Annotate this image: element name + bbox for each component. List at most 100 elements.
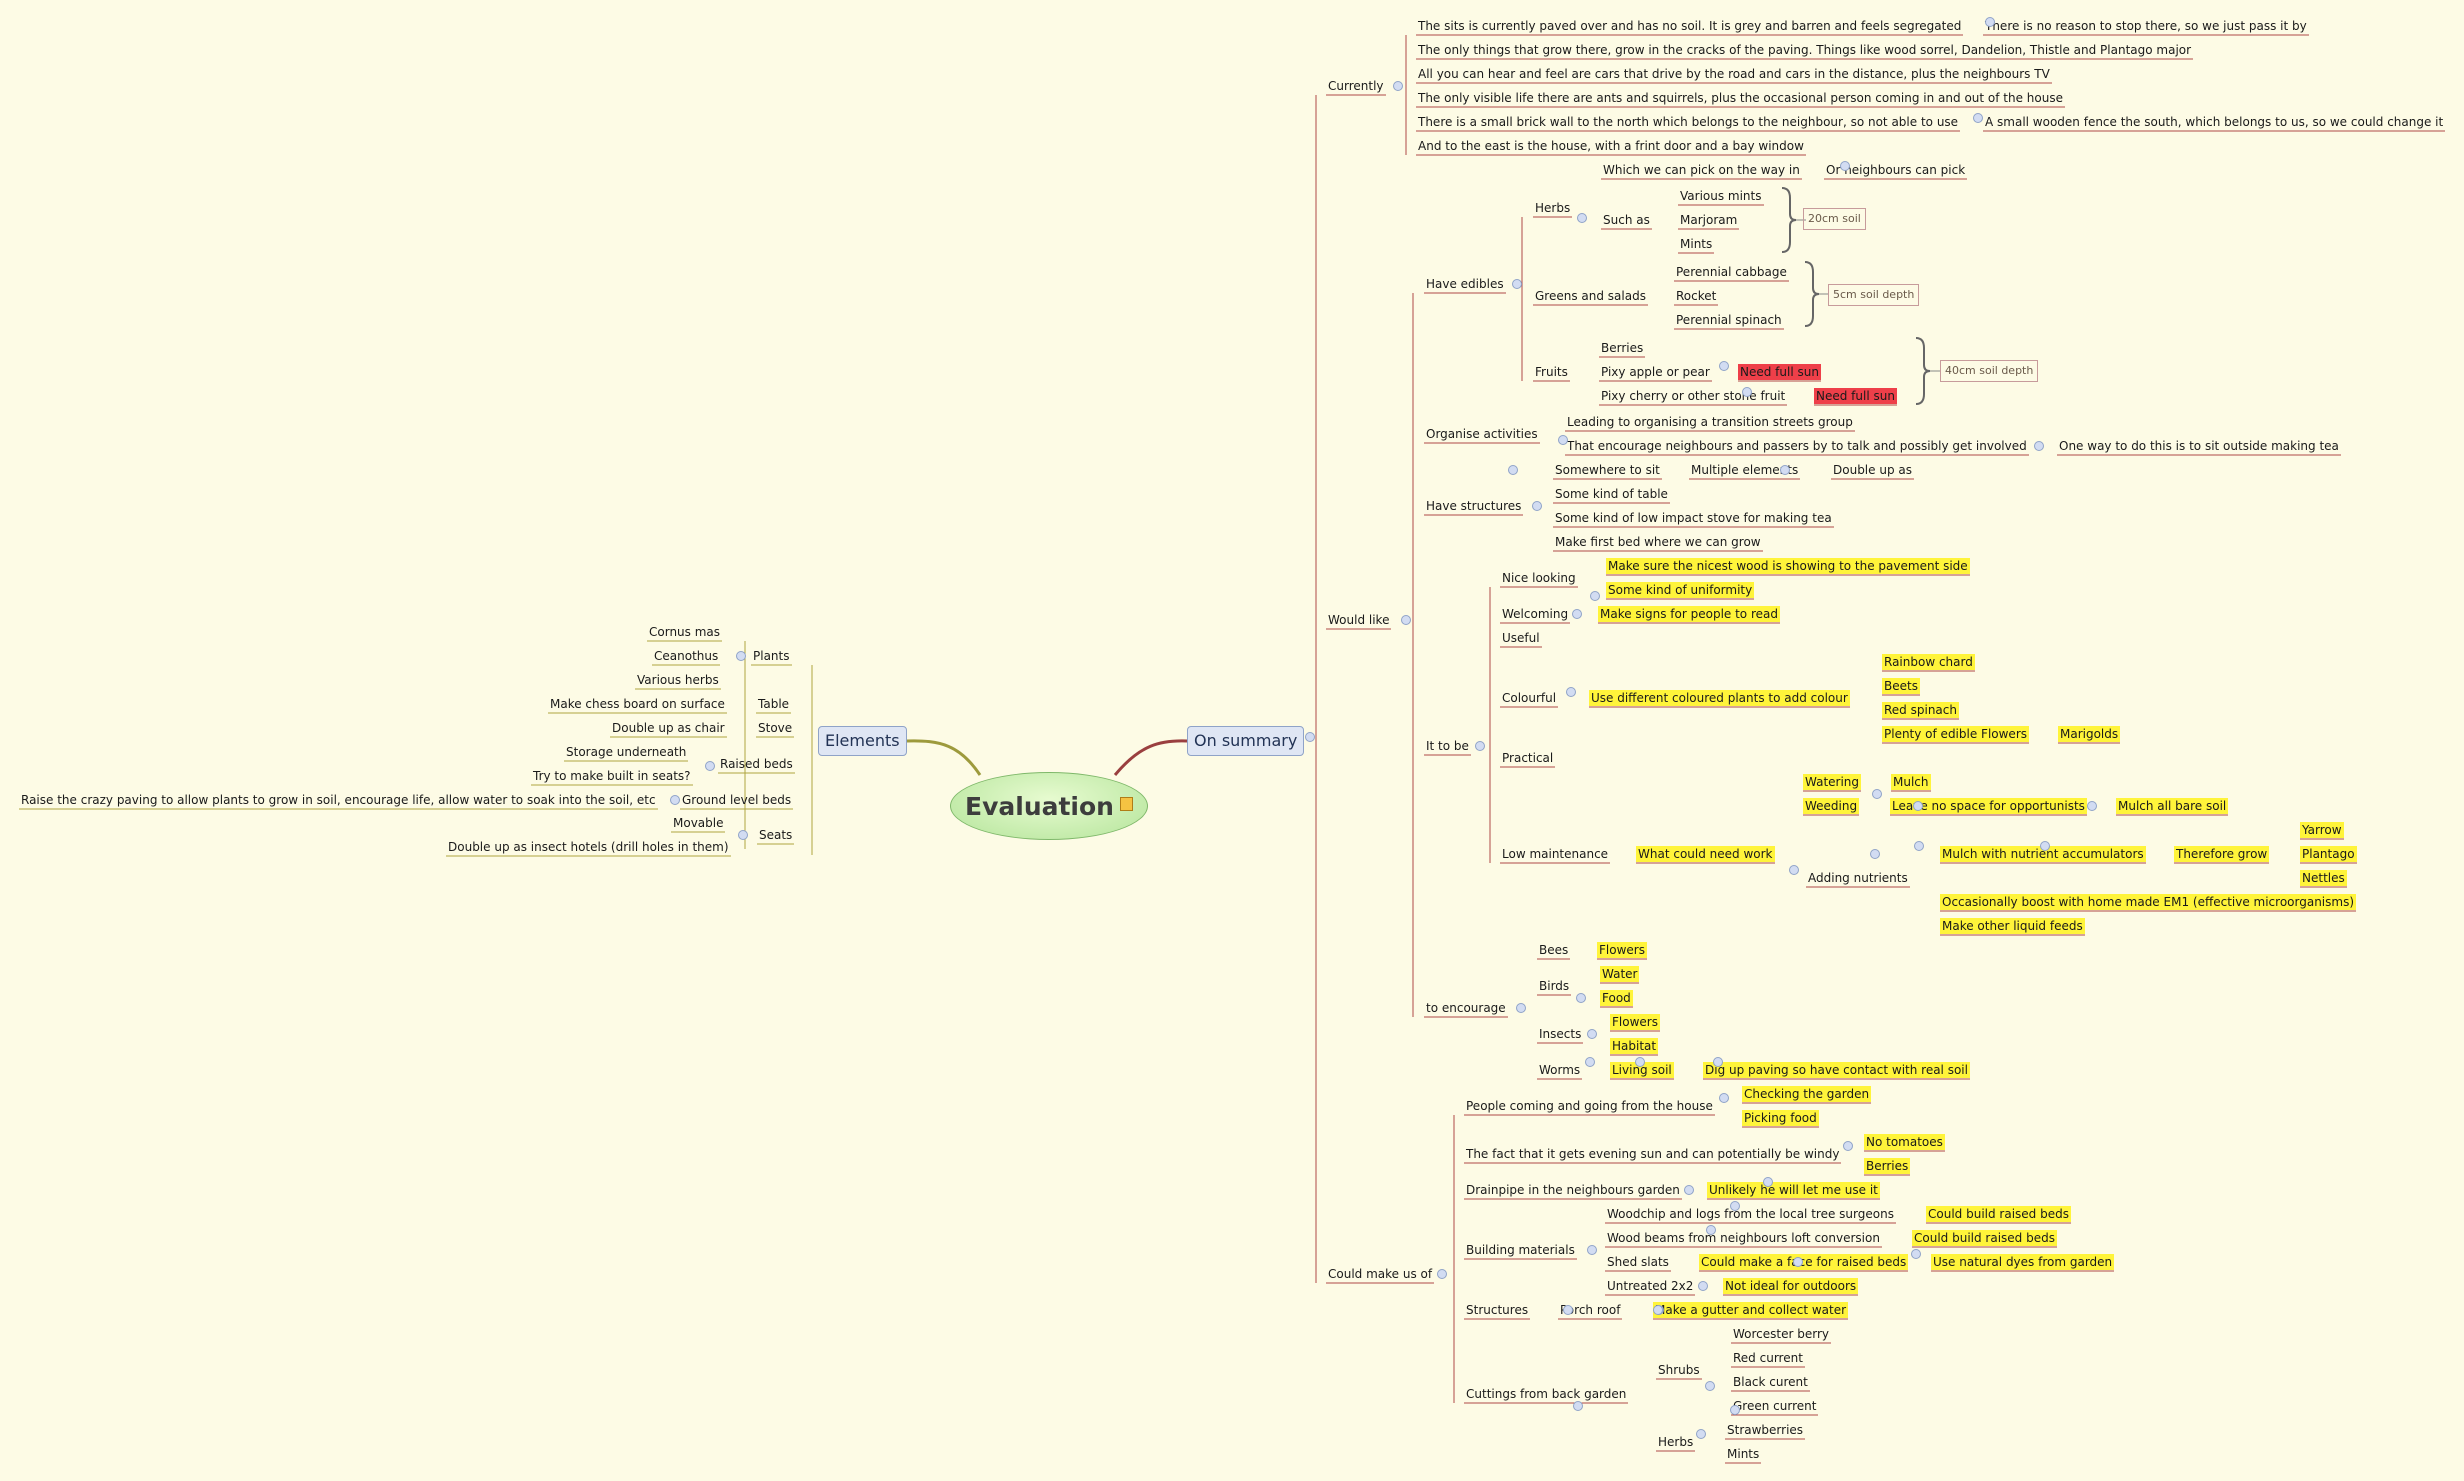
expand-toggle[interactable]	[1587, 1245, 1597, 1255]
expand-toggle[interactable]	[1508, 465, 1518, 475]
colourful-topic[interactable]: Colourful	[1502, 691, 1557, 705]
root-topic[interactable]: Evaluation	[950, 772, 1148, 840]
structures-topic[interactable]: Structures	[1466, 1303, 1529, 1317]
colour-plant-item[interactable]: Rainbow chard	[1882, 654, 1975, 670]
expand-toggle[interactable]	[1577, 213, 1587, 223]
fruit-item[interactable]: Pixy apple or pear	[1601, 365, 1710, 379]
expand-toggle[interactable]	[1576, 993, 1586, 1003]
currently-subitem[interactable]: A small wooden fence the south, which be…	[1985, 115, 2444, 129]
could-make-use-topic[interactable]: Could make us of	[1328, 1267, 1433, 1281]
plants-topic[interactable]: Plants	[753, 649, 790, 663]
encourage-topic[interactable]: to encourage	[1426, 1001, 1506, 1015]
currently-topic[interactable]: Currently	[1328, 79, 1384, 93]
greens-item[interactable]: Perennial cabbage	[1676, 265, 1787, 279]
expand-toggle[interactable]	[1563, 1305, 1573, 1315]
raised-beds-topic[interactable]: Raised beds	[720, 757, 793, 771]
cutting-herbs-topic[interactable]: Herbs	[1658, 1435, 1694, 1449]
insects-item[interactable]: Habitat	[1610, 1038, 1659, 1054]
expand-toggle[interactable]	[2087, 801, 2097, 811]
gutter-item[interactable]: Make a gutter and collect water	[1653, 1302, 1849, 1318]
expand-toggle[interactable]	[1585, 1057, 1595, 1067]
windy-item[interactable]: No tomatoes	[1864, 1134, 1945, 1150]
note-icon[interactable]	[1119, 797, 1133, 811]
shrub-item[interactable]: Black curent	[1733, 1375, 1808, 1389]
expand-toggle[interactable]	[1730, 1201, 1740, 1211]
expand-toggle[interactable]	[1872, 789, 1882, 799]
on-summary-topic[interactable]: On summary	[1187, 726, 1305, 756]
marigolds-item[interactable]: Marigolds	[2058, 726, 2121, 742]
birds-item[interactable]: Water	[1600, 966, 1640, 982]
liquid-feeds-item[interactable]: Make other liquid feeds	[1940, 918, 2085, 934]
cutting-herb-item[interactable]: Strawberries	[1727, 1423, 1804, 1437]
need-work-item[interactable]: What could need work	[1636, 846, 1775, 862]
accumulator-plant[interactable]: Nettles	[2300, 870, 2347, 886]
insects-item[interactable]: Flowers	[1610, 1014, 1660, 1030]
expand-toggle[interactable]	[1719, 1093, 1729, 1103]
expand-toggle[interactable]	[1573, 1401, 1583, 1411]
material-result[interactable]: Could build raised beds	[1912, 1230, 2057, 1246]
expand-toggle[interactable]	[1393, 81, 1403, 91]
shrub-item[interactable]: Green current	[1733, 1399, 1817, 1413]
expand-toggle[interactable]	[2040, 841, 2050, 851]
watering-item[interactable]: Watering	[1803, 774, 1862, 790]
seats-topic[interactable]: Seats	[759, 828, 793, 842]
material-item[interactable]: Wood beams from neighbours loft conversi…	[1607, 1231, 1880, 1245]
expand-toggle[interactable]	[670, 795, 680, 805]
currently-item[interactable]: There is a small brick wall to the north…	[1418, 115, 1959, 129]
insects-topic[interactable]: Insects	[1539, 1027, 1582, 1041]
currently-item[interactable]: All you can hear and feel are cars that …	[1418, 67, 2050, 81]
colour-plant-item[interactable]: Plenty of edible Flowers	[1882, 726, 2030, 742]
structure-item[interactable]: Some kind of table	[1555, 487, 1668, 501]
raised-beds-item[interactable]: Try to make built in seats?	[533, 769, 691, 783]
material-item[interactable]: Woodchip and logs from the local tree su…	[1607, 1207, 1894, 1221]
expand-toggle[interactable]	[1973, 113, 1983, 123]
soil-note[interactable]: 5cm soil depth	[1828, 284, 1920, 306]
soil-note[interactable]: 40cm soil depth	[1940, 360, 2039, 382]
worms-topic[interactable]: Worms	[1539, 1063, 1581, 1077]
expand-toggle[interactable]	[1780, 465, 1790, 475]
expand-toggle[interactable]	[1793, 1257, 1803, 1267]
fruit-item[interactable]: Berries	[1601, 341, 1644, 355]
material-result[interactable]: Could make a face for raised beds	[1699, 1254, 1909, 1270]
seats-item[interactable]: Movable	[673, 816, 724, 830]
expand-toggle[interactable]	[1763, 1177, 1773, 1187]
drainpipe-topic[interactable]: Drainpipe in the neighbours garden	[1466, 1183, 1680, 1197]
stove-item[interactable]: Double up as chair	[612, 721, 725, 735]
expand-toggle[interactable]	[1475, 741, 1485, 751]
material-result[interactable]: Not ideal for outdoors	[1723, 1278, 1859, 1294]
accumulators-item[interactable]: Mulch with nutrient accumulators	[1940, 846, 2146, 862]
table-item[interactable]: Make chess board on surface	[550, 697, 725, 711]
stove-topic[interactable]: Stove	[758, 721, 793, 735]
expand-toggle[interactable]	[1516, 1003, 1526, 1013]
worms-item[interactable]: Living soil	[1610, 1062, 1674, 1078]
adding-nutrients-topic[interactable]: Adding nutrients	[1808, 871, 1908, 885]
herbs-topic[interactable]: Herbs	[1535, 201, 1571, 215]
have-edibles-topic[interactable]: Have edibles	[1426, 277, 1504, 291]
people-item[interactable]: Picking food	[1742, 1110, 1819, 1126]
material-result[interactable]: Could build raised beds	[1926, 1206, 2071, 1222]
organise-item[interactable]: Leading to organising a transition stree…	[1567, 415, 1853, 429]
expand-toggle[interactable]	[1587, 1029, 1597, 1039]
useful-topic[interactable]: Useful	[1502, 631, 1540, 645]
porch-roof-topic[interactable]: Porch roof	[1560, 1303, 1621, 1317]
shrub-item[interactable]: Red current	[1733, 1351, 1803, 1365]
colour-plant-item[interactable]: Beets	[1882, 678, 1920, 694]
ground-beds-topic[interactable]: Ground level beds	[682, 793, 792, 807]
accumulator-plant[interactable]: Yarrow	[2300, 822, 2344, 838]
currently-item[interactable]: The only things that grow there, grow in…	[1418, 43, 2192, 57]
structure-item[interactable]: Make first bed where we can grow	[1555, 535, 1761, 549]
table-topic[interactable]: Table	[758, 697, 790, 711]
currently-item[interactable]: And to the east is the house, with a fri…	[1418, 139, 1804, 153]
birds-topic[interactable]: Birds	[1539, 979, 1570, 993]
herbs-subitem[interactable]: Or neighbours can pick	[1826, 163, 1966, 177]
greens-topic[interactable]: Greens and salads	[1535, 289, 1646, 303]
em1-item[interactable]: Occasionally boost with home made EM1 (e…	[1940, 894, 2357, 910]
expand-toggle[interactable]	[1558, 435, 1568, 445]
such-as-topic[interactable]: Such as	[1603, 213, 1650, 227]
organise-topic[interactable]: Organise activities	[1426, 427, 1538, 441]
expand-toggle[interactable]	[1914, 841, 1924, 851]
expand-toggle[interactable]	[1566, 687, 1576, 697]
birds-item[interactable]: Food	[1600, 990, 1633, 1006]
expand-toggle[interactable]	[1532, 501, 1542, 511]
have-structures-topic[interactable]: Have structures	[1426, 499, 1522, 513]
